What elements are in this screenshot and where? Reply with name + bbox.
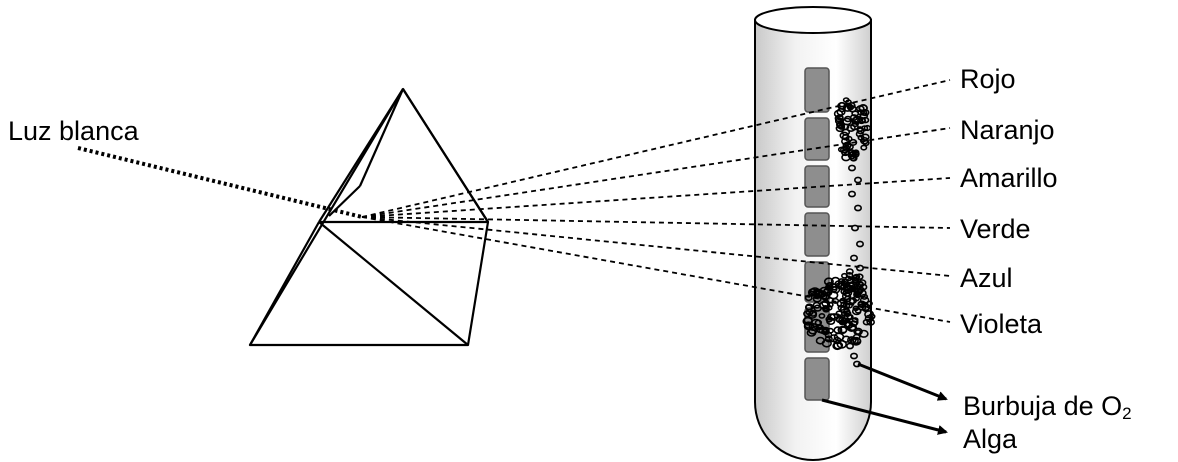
alga-segment <box>805 68 829 112</box>
color-label-yellow: Amarillo <box>960 165 1058 192</box>
oxygen-bubble-label: Burbuja de O2 <box>963 393 1132 420</box>
prism-edge-front-left <box>319 89 403 222</box>
alga-filament <box>805 68 829 400</box>
oxygen-bubble-label-subscript: 2 <box>1122 404 1131 423</box>
prism-edge-back-base <box>250 222 319 345</box>
white-light-label: Luz blanca <box>8 118 139 145</box>
color-label-violet: Violeta <box>960 311 1042 338</box>
color-label-blue: Azul <box>960 265 1013 292</box>
prism-edge-front-right <box>403 89 488 222</box>
prism-edge-face-diagonal <box>319 222 468 345</box>
alga-segment <box>805 213 829 256</box>
white-light-ray <box>78 148 362 217</box>
prism-outline <box>250 89 488 345</box>
color-label-orange: Naranjo <box>960 117 1055 144</box>
alga-segment <box>805 118 829 160</box>
oxygen-bubble-label-text: Burbuja de O <box>963 391 1122 421</box>
color-label-red: Rojo <box>960 66 1016 93</box>
test-tube-rim <box>755 7 871 33</box>
prism-edge-inner-left <box>360 89 403 186</box>
prism-edge-inner-low <box>329 186 360 216</box>
prism <box>250 89 488 345</box>
alga-segment <box>805 358 829 400</box>
color-label-green: Verde <box>960 216 1031 243</box>
alga-label: Alga <box>963 426 1017 453</box>
alga-segment <box>805 166 829 207</box>
